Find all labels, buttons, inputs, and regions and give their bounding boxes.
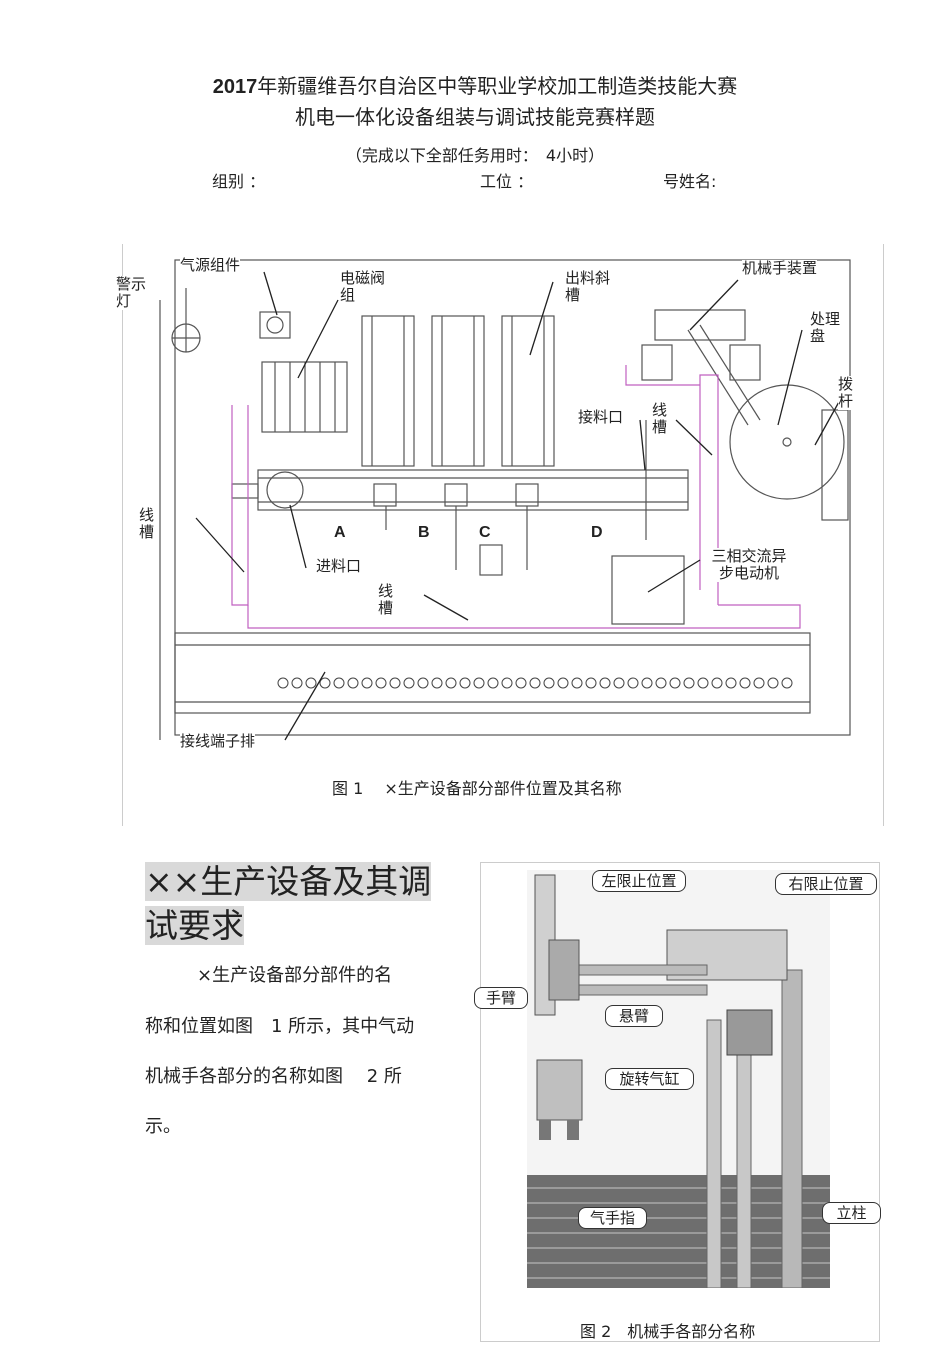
label-feed-port: 进料口: [316, 558, 366, 575]
group-field: 组别 ：: [212, 172, 266, 191]
callout-arm: 手臂: [474, 987, 528, 1009]
title-year: 2017: [212, 76, 258, 98]
callout-rotary-cylinder: 旋转气缸: [605, 1068, 694, 1090]
paragraph-line-2: 称和位置如图 1 所示，其中气动: [145, 1016, 415, 1037]
section-heading-text: ××生产设备及其调试要求: [145, 862, 432, 945]
position-d: D: [591, 524, 603, 541]
figure-2-caption: 图 2 机械手各部分名称: [580, 1322, 756, 1341]
label-air-source: 气源组件: [180, 256, 241, 274]
position-b: B: [418, 524, 430, 541]
label-motor: 三相交流异步电动机: [708, 548, 790, 582]
label-trunking-bottom: 线槽: [378, 583, 398, 617]
equipment-layout-drawing: [159, 259, 851, 741]
callout-left-limit: 左限止位置: [592, 870, 686, 892]
figure-2-frame: [480, 862, 880, 1342]
label-manipulator: 机械手装置: [742, 259, 818, 277]
time-note: （完成以下全部任务用时： 4小时）: [345, 146, 605, 165]
title-line-1b-text: 加工制造类技能大赛: [557, 74, 738, 98]
callout-cantilever: 悬臂: [605, 1005, 663, 1027]
station-field: 工位 ：: [480, 172, 534, 191]
manipulator-photo: [527, 870, 830, 1288]
title-line-2: 机电一体化设备组装与调试技能竞赛样题: [295, 105, 655, 129]
label-trunking-left: 线槽: [139, 507, 159, 541]
paragraph-line-3: 机械手各部分的名称如图 2 所: [145, 1066, 402, 1087]
label-receive-port: 接料口: [578, 409, 628, 426]
paragraph-line-4: 示。: [145, 1116, 181, 1137]
callout-gripper: 气手指: [578, 1207, 647, 1229]
label-lever: 拨杆: [838, 376, 858, 410]
figure-1-caption: 图 1 ×生产设备部分部件位置及其名称: [332, 779, 622, 798]
position-c: C: [479, 524, 491, 541]
paragraph-line-1: ×生产设备部分部件的名: [197, 965, 393, 986]
callout-right-limit: 右限止位置: [775, 873, 877, 895]
label-solenoid-valves: 电磁阀组: [340, 270, 395, 304]
label-trunking-right: 线槽: [652, 402, 672, 436]
label-output-chute: 出料斜槽: [565, 270, 620, 304]
position-a: A: [334, 524, 346, 541]
label-processing-tray: 处理盘: [810, 311, 845, 345]
figure-1-frame: [122, 244, 884, 826]
callout-column: 立柱: [822, 1202, 881, 1224]
label-terminal-strip: 接线端子排: [180, 732, 256, 750]
name-field: 号姓名:: [663, 172, 717, 191]
title-line-1: 2017年新疆维吾尔自治区中等职业学校加工制造类技能大赛: [0, 70, 950, 99]
title-line-1-text: 年新疆维吾尔自治区中等职业学校: [257, 74, 558, 98]
manipulator-illustration: [527, 874, 830, 1288]
section-heading: ××生产设备及其调试要求: [145, 860, 457, 948]
label-warning-light: 警示灯: [116, 276, 150, 310]
